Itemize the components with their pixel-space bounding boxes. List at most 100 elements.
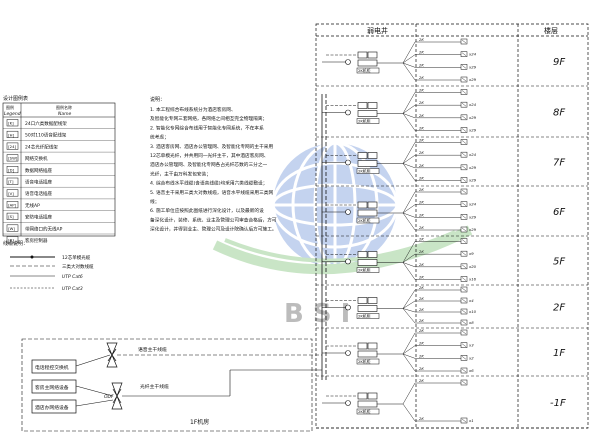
odf-label: ODF: [104, 394, 114, 400]
outlet-count-label: x29: [468, 128, 477, 133]
legend-item-label: 24口六类数据配线架: [25, 120, 67, 127]
cable-count-label: 2K: [419, 163, 424, 168]
floor-label: 2F: [553, 303, 565, 314]
legend-item-label: 带网络口的无线AP: [25, 225, 63, 232]
fiber-patch-panel-icon: [357, 152, 368, 159]
guest-network-device: [31, 379, 77, 394]
floor-label: 6F: [553, 207, 565, 218]
outlet-count-label: x9: [468, 251, 474, 256]
cable-count-label: 2K: [419, 285, 424, 290]
fiber-patch-panel-icon: [357, 102, 368, 109]
legend-col-name-cn: 图例名称: [56, 104, 72, 110]
cable-count-label: 2K: [419, 318, 424, 323]
cable-count-label: 2K: [419, 353, 424, 358]
machine-room-label: 1F机房: [190, 418, 209, 426]
cable-count-label: 2K: [419, 275, 424, 280]
office-network-device: [31, 399, 77, 414]
legend-rows: [K]24口六类数据配线架[H]50对110语音配线架[24]24芯光纤配线架[…: [3, 119, 115, 244]
outlet-count-label: x2: [468, 355, 474, 360]
cabinet-label-box: [356, 67, 380, 74]
legend-item-label: 无线AP: [25, 202, 40, 209]
cable-count-label: 2K: [419, 366, 424, 371]
outlet-count-label: x3: [468, 343, 474, 348]
splice-icon: [345, 350, 351, 356]
pbx-device-label: 电话程控交换机: [35, 364, 69, 371]
voice-patch-panel-icon: [367, 102, 378, 109]
outlet-count-label: x29: [468, 77, 477, 82]
legend-symbol-text: [24]: [8, 144, 16, 149]
voice-patch-panel-icon: [367, 297, 378, 304]
network-switch-icon: [357, 209, 378, 217]
voice-patch-panel-icon: [367, 51, 378, 59]
cabinet-label-box: [356, 313, 380, 319]
watermark-logo: B S I: [212, 141, 473, 329]
cabinet-label: 2K机柜: [358, 119, 371, 124]
splice-icon: [345, 304, 351, 311]
outlet-count-label: x16: [468, 277, 477, 282]
legend-title: 设计图例表: [3, 95, 28, 102]
cable-count-label: 2K: [419, 200, 424, 205]
cable-item-fiber: 12芯单模光缆: [62, 254, 91, 261]
cabinet-label: 2K机柜: [358, 268, 371, 273]
legend-symbol-text: [AP]: [8, 203, 16, 208]
floor-label: 7F: [553, 158, 565, 169]
cable-item-cat6: UTP Cat6: [62, 274, 83, 280]
legend-symbol-icon: [6, 224, 19, 232]
cable-count-label: 2K: [419, 126, 424, 131]
legend-symbol-icon: [6, 142, 19, 150]
legend-symbol-text: [D]: [8, 167, 14, 172]
legend-table: 设计图例表 图例 Legend 图例名称 Name [K]24口六类数据配线架[…: [2, 95, 116, 244]
voice-patch-panel-icon: [367, 251, 378, 258]
legend-symbol-text: [SW]: [8, 156, 18, 161]
legend-symbol-text: [R]: [8, 238, 14, 243]
voice-patch-panel-icon: [367, 152, 378, 159]
cable-count-label: 2K: [419, 187, 424, 192]
cabinet-label: 2K机柜: [358, 314, 371, 319]
voice-distribution-frame: [106, 342, 118, 368]
cable-count-label: 2K: [419, 296, 424, 301]
outlet-count-label: x29: [468, 64, 477, 69]
cable-count-label: 2K: [419, 341, 424, 346]
outlet-count-label: x24: [468, 202, 477, 207]
cabinet-label: 2K机柜: [358, 409, 371, 414]
legend-item-label: 客房控制器: [25, 237, 48, 244]
network-switch-icon: [357, 259, 378, 266]
outlet-count-label: x29: [468, 227, 477, 232]
cable-count-label: 2K: [419, 150, 424, 155]
cabinet-label-box: [356, 358, 380, 365]
splice-icon: [345, 109, 351, 116]
legend-symbol-text: [T]: [8, 179, 14, 184]
note-line: 酒店办公管理网、及智能化专网各占光纤芯数的三分之一: [150, 161, 268, 168]
notes-title: 说明：: [150, 96, 165, 103]
machine-room-frame: [21, 338, 313, 432]
fiber-patch-panel-icon: [357, 201, 368, 209]
legend-symbol-icon: [6, 166, 19, 174]
legend-symbol-text: [H]: [8, 132, 14, 137]
legend-item-label: 数据网络插座: [25, 167, 52, 174]
cabinet-label: 2K机柜: [358, 218, 371, 223]
fiber-trunk-label: 光纤主干线缆: [140, 383, 169, 390]
cable-count-label: 2K: [419, 328, 424, 333]
floor-col-title: 楼层: [544, 26, 558, 35]
outlet-count-label: x8: [468, 320, 474, 325]
splice-icon: [345, 59, 351, 65]
legend-symbol-text: [V]: [8, 191, 14, 196]
machine-room: 1F机房 电话程控交换机 客房主网络设备 酒店办网络设备 ODF: [21, 338, 322, 432]
cable-count-label: 2K: [419, 50, 424, 55]
cable-count-label: 2K: [419, 416, 424, 421]
network-switch-icon: [357, 350, 378, 358]
cable-count-label: 2K: [419, 88, 424, 93]
outlet-count-label: x24: [468, 102, 477, 107]
cable-count-label: 2K: [419, 249, 424, 254]
floor-label: -1F: [550, 398, 566, 409]
note-line: 5. 语音主干采用三类大对数线缆，语音水平线缆采用三类网: [150, 189, 273, 196]
floor-label: 9F: [553, 57, 565, 68]
cable-count-label: 2K: [419, 225, 424, 230]
outlet-count-label: x1: [468, 418, 474, 423]
cable-count-label: 2K: [419, 262, 424, 267]
